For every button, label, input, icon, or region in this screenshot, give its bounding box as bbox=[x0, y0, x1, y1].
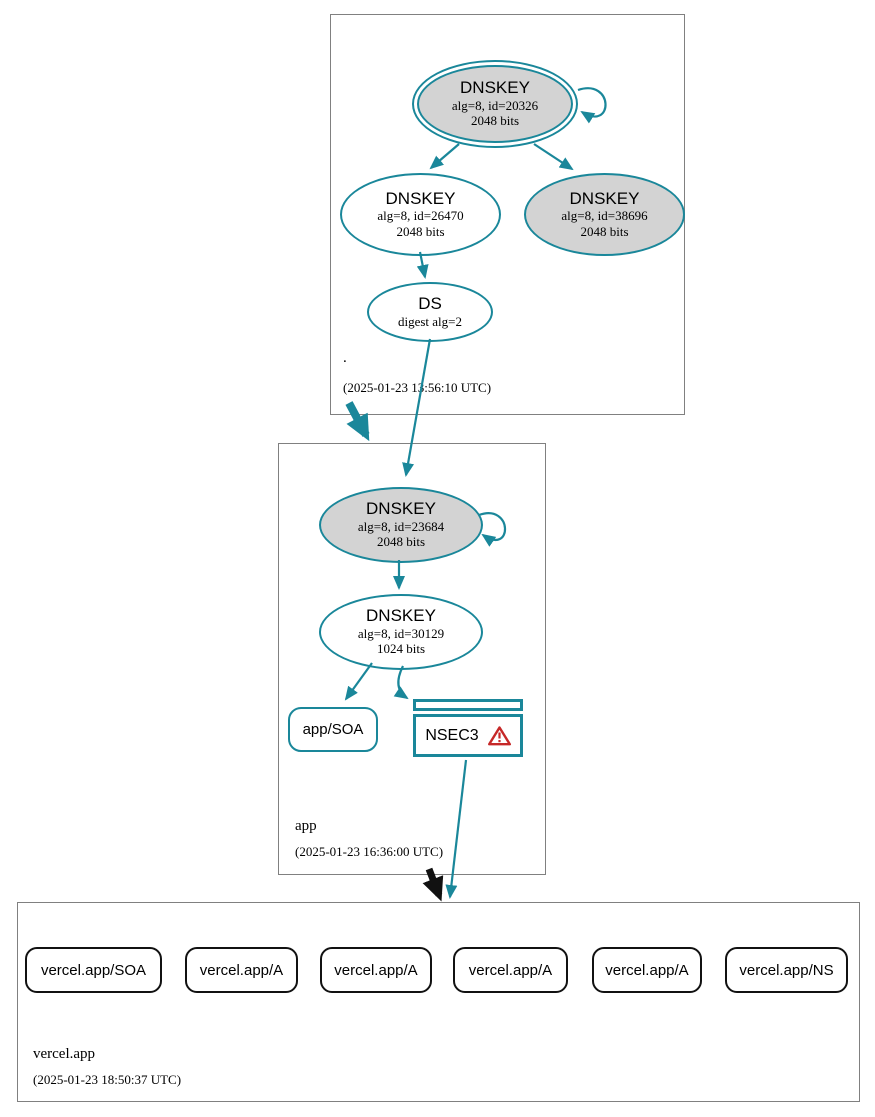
node-vercel-a-2[interactable]: vercel.app/A bbox=[320, 947, 432, 993]
node-label: vercel.app/A bbox=[199, 961, 284, 979]
node-detail: alg=8, id=30129 bbox=[357, 625, 445, 641]
node-detail: 1024 bits bbox=[376, 641, 426, 657]
node-label: app/SOA bbox=[302, 721, 364, 738]
zone-timestamp-root: (2025-01-23 13:56:10 UTC) bbox=[343, 380, 492, 395]
node-detail: 2048 bits bbox=[470, 113, 520, 129]
zone-label-vercel: vercel.app bbox=[33, 1046, 96, 1062]
node-vercel-a-3[interactable]: vercel.app/A bbox=[453, 947, 568, 993]
zone-timestamp-app: (2025-01-23 16:36:00 UTC) bbox=[295, 844, 444, 859]
node-detail: alg=8, id=26470 bbox=[377, 208, 464, 224]
node-vercel-soa[interactable]: vercel.app/SOA bbox=[25, 947, 162, 993]
node-detail: alg=8, id=38696 bbox=[561, 208, 648, 224]
zone-label-root: . bbox=[343, 350, 347, 366]
node-label: vercel.app/A bbox=[605, 961, 689, 979]
node-detail: 2048 bits bbox=[396, 223, 445, 239]
nsec3-header-bar bbox=[413, 699, 523, 711]
node-detail: 2048 bits bbox=[580, 223, 629, 239]
node-app-soa[interactable]: app/SOA bbox=[288, 707, 378, 752]
node-label: vercel.app/A bbox=[334, 961, 418, 979]
node-app-ksk-dnskey[interactable]: DNSKEY alg=8, id=23684 2048 bits bbox=[319, 487, 483, 563]
node-label: vercel.app/NS bbox=[739, 961, 834, 979]
node-title: DNSKEY bbox=[460, 78, 530, 98]
node-root-ksk-dnskey[interactable]: DNSKEY alg=8, id=20326 2048 bits bbox=[412, 60, 578, 148]
node-root-ksk-inner: DNSKEY alg=8, id=20326 2048 bits bbox=[417, 65, 573, 143]
zone-timestamp-vercel: (2025-01-23 18:50:37 UTC) bbox=[33, 1072, 182, 1087]
node-label: vercel.app/A bbox=[468, 961, 553, 979]
node-title: DNSKEY bbox=[385, 188, 456, 208]
node-title: DNSKEY bbox=[569, 188, 640, 208]
node-root-ds[interactable]: DS digest alg=2 bbox=[367, 282, 493, 342]
node-vercel-ns[interactable]: vercel.app/NS bbox=[725, 947, 848, 993]
node-label: vercel.app/SOA bbox=[40, 961, 147, 979]
node-detail: alg=8, id=20326 bbox=[451, 97, 539, 113]
zone-label-app: app bbox=[295, 818, 317, 834]
node-label: NSEC3 bbox=[425, 726, 479, 744]
node-detail: 2048 bits bbox=[376, 534, 426, 550]
node-root-dnskey-38696[interactable]: DNSKEY alg=8, id=38696 2048 bits bbox=[524, 173, 685, 256]
node-title: DNSKEY bbox=[366, 499, 436, 519]
node-detail: alg=8, id=23684 bbox=[357, 518, 445, 534]
node-detail: digest alg=2 bbox=[397, 313, 463, 329]
node-title: DS bbox=[418, 293, 442, 313]
node-vercel-a-1[interactable]: vercel.app/A bbox=[185, 947, 298, 993]
zone-box-vercel bbox=[17, 902, 860, 1102]
node-root-zsk-dnskey[interactable]: DNSKEY alg=8, id=26470 2048 bits bbox=[340, 173, 501, 256]
node-vercel-a-4[interactable]: vercel.app/A bbox=[592, 947, 702, 993]
node-title: DNSKEY bbox=[366, 606, 436, 626]
warning-icon bbox=[487, 725, 511, 745]
node-nsec3[interactable]: NSEC3 bbox=[413, 699, 523, 757]
node-app-zsk-dnskey[interactable]: DNSKEY alg=8, id=30129 1024 bits bbox=[319, 594, 483, 670]
nsec3-body: NSEC3 bbox=[413, 714, 523, 757]
